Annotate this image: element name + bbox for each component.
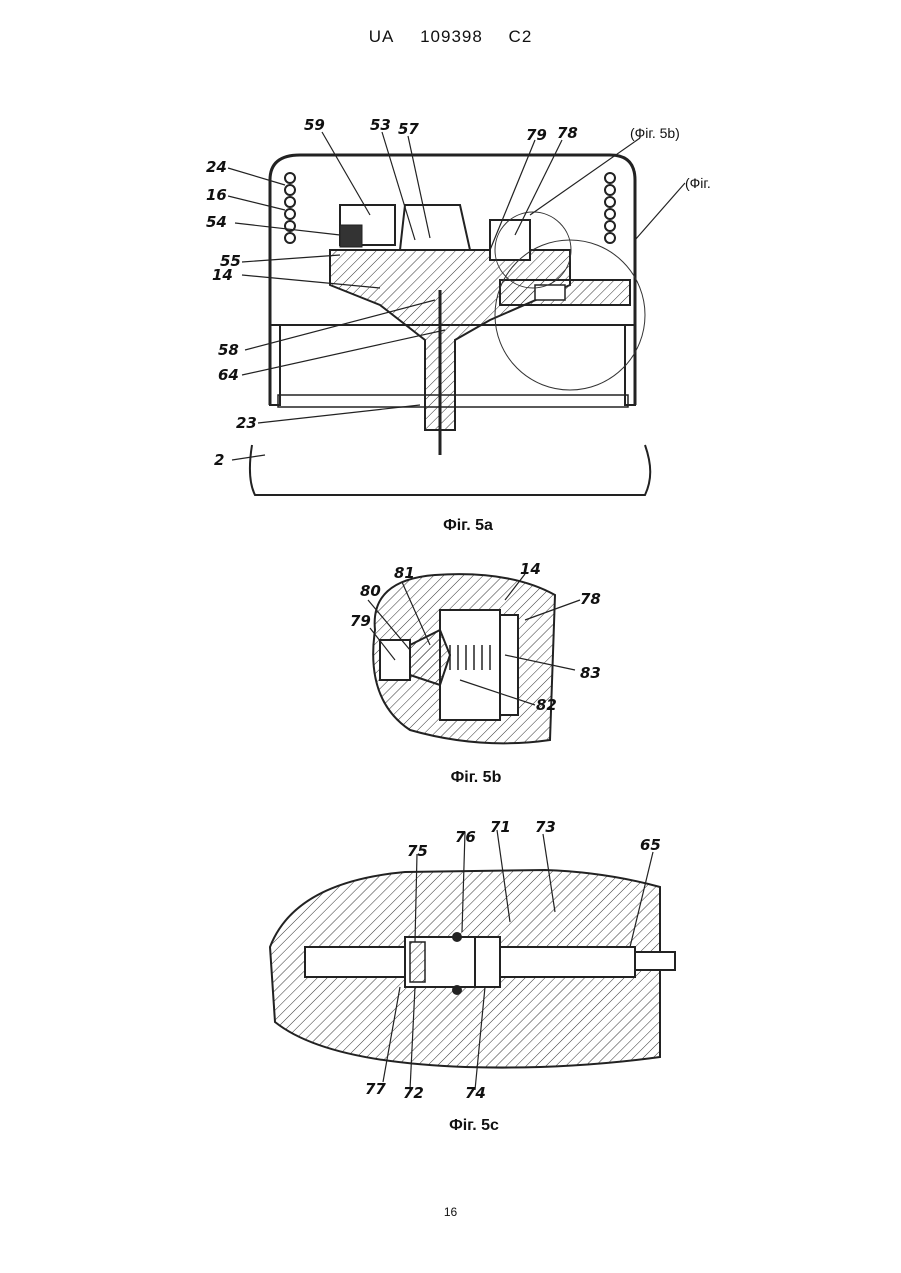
figure-5c-drawing: 76 71 73 75 65 77 72 74 [265,812,695,1102]
figure-5b-drawing: 81 14 80 78 79 83 82 [340,560,620,750]
label-53: 53 [370,116,391,134]
patent-office: UA [369,27,395,46]
label-80: 80 [360,582,381,600]
label-24: 24 [206,158,227,176]
label-65: 65 [640,836,661,854]
label-72: 72 [403,1084,424,1102]
label-77: 77 [365,1080,386,1098]
ref-fig-5c: (Фіг. 5c) [685,175,710,191]
patent-header: UA 109398 C2 [0,27,901,47]
label-2: 2 [214,451,224,469]
figure-5a-drawing: 59 53 57 79 78 24 16 54 55 14 58 64 23 2… [190,110,710,510]
label-82: 82 [536,696,557,714]
label-64: 64 [218,366,239,384]
label-54: 54 [206,213,227,231]
caption-fig-5b: Фіг. 5b [376,769,576,787]
label-14: 14 [520,560,541,578]
label-79: 79 [350,612,371,630]
label-76: 76 [455,828,476,846]
label-81: 81 [394,564,415,582]
label-58: 58 [218,341,239,359]
caption-fig-5c: Фіг. 5c [374,1117,574,1135]
label-14: 14 [212,266,233,284]
page-number: 16 [0,1205,901,1219]
label-16: 16 [206,186,227,204]
label-79: 79 [526,126,547,144]
label-78: 78 [557,124,578,142]
label-73: 73 [535,818,556,836]
label-75: 75 [407,842,428,860]
label-74: 74 [465,1084,486,1102]
caption-fig-5a: Фіг. 5a [368,517,568,535]
label-57: 57 [398,120,419,138]
label-83: 83 [580,664,601,682]
patent-kind: C2 [509,27,533,46]
patent-number: 109398 [420,27,483,46]
label-78: 78 [580,590,601,608]
ref-fig-5b: (Фіг. 5b) [630,125,680,141]
label-71: 71 [490,818,511,836]
label-59: 59 [304,116,325,134]
label-23: 23 [236,414,257,432]
